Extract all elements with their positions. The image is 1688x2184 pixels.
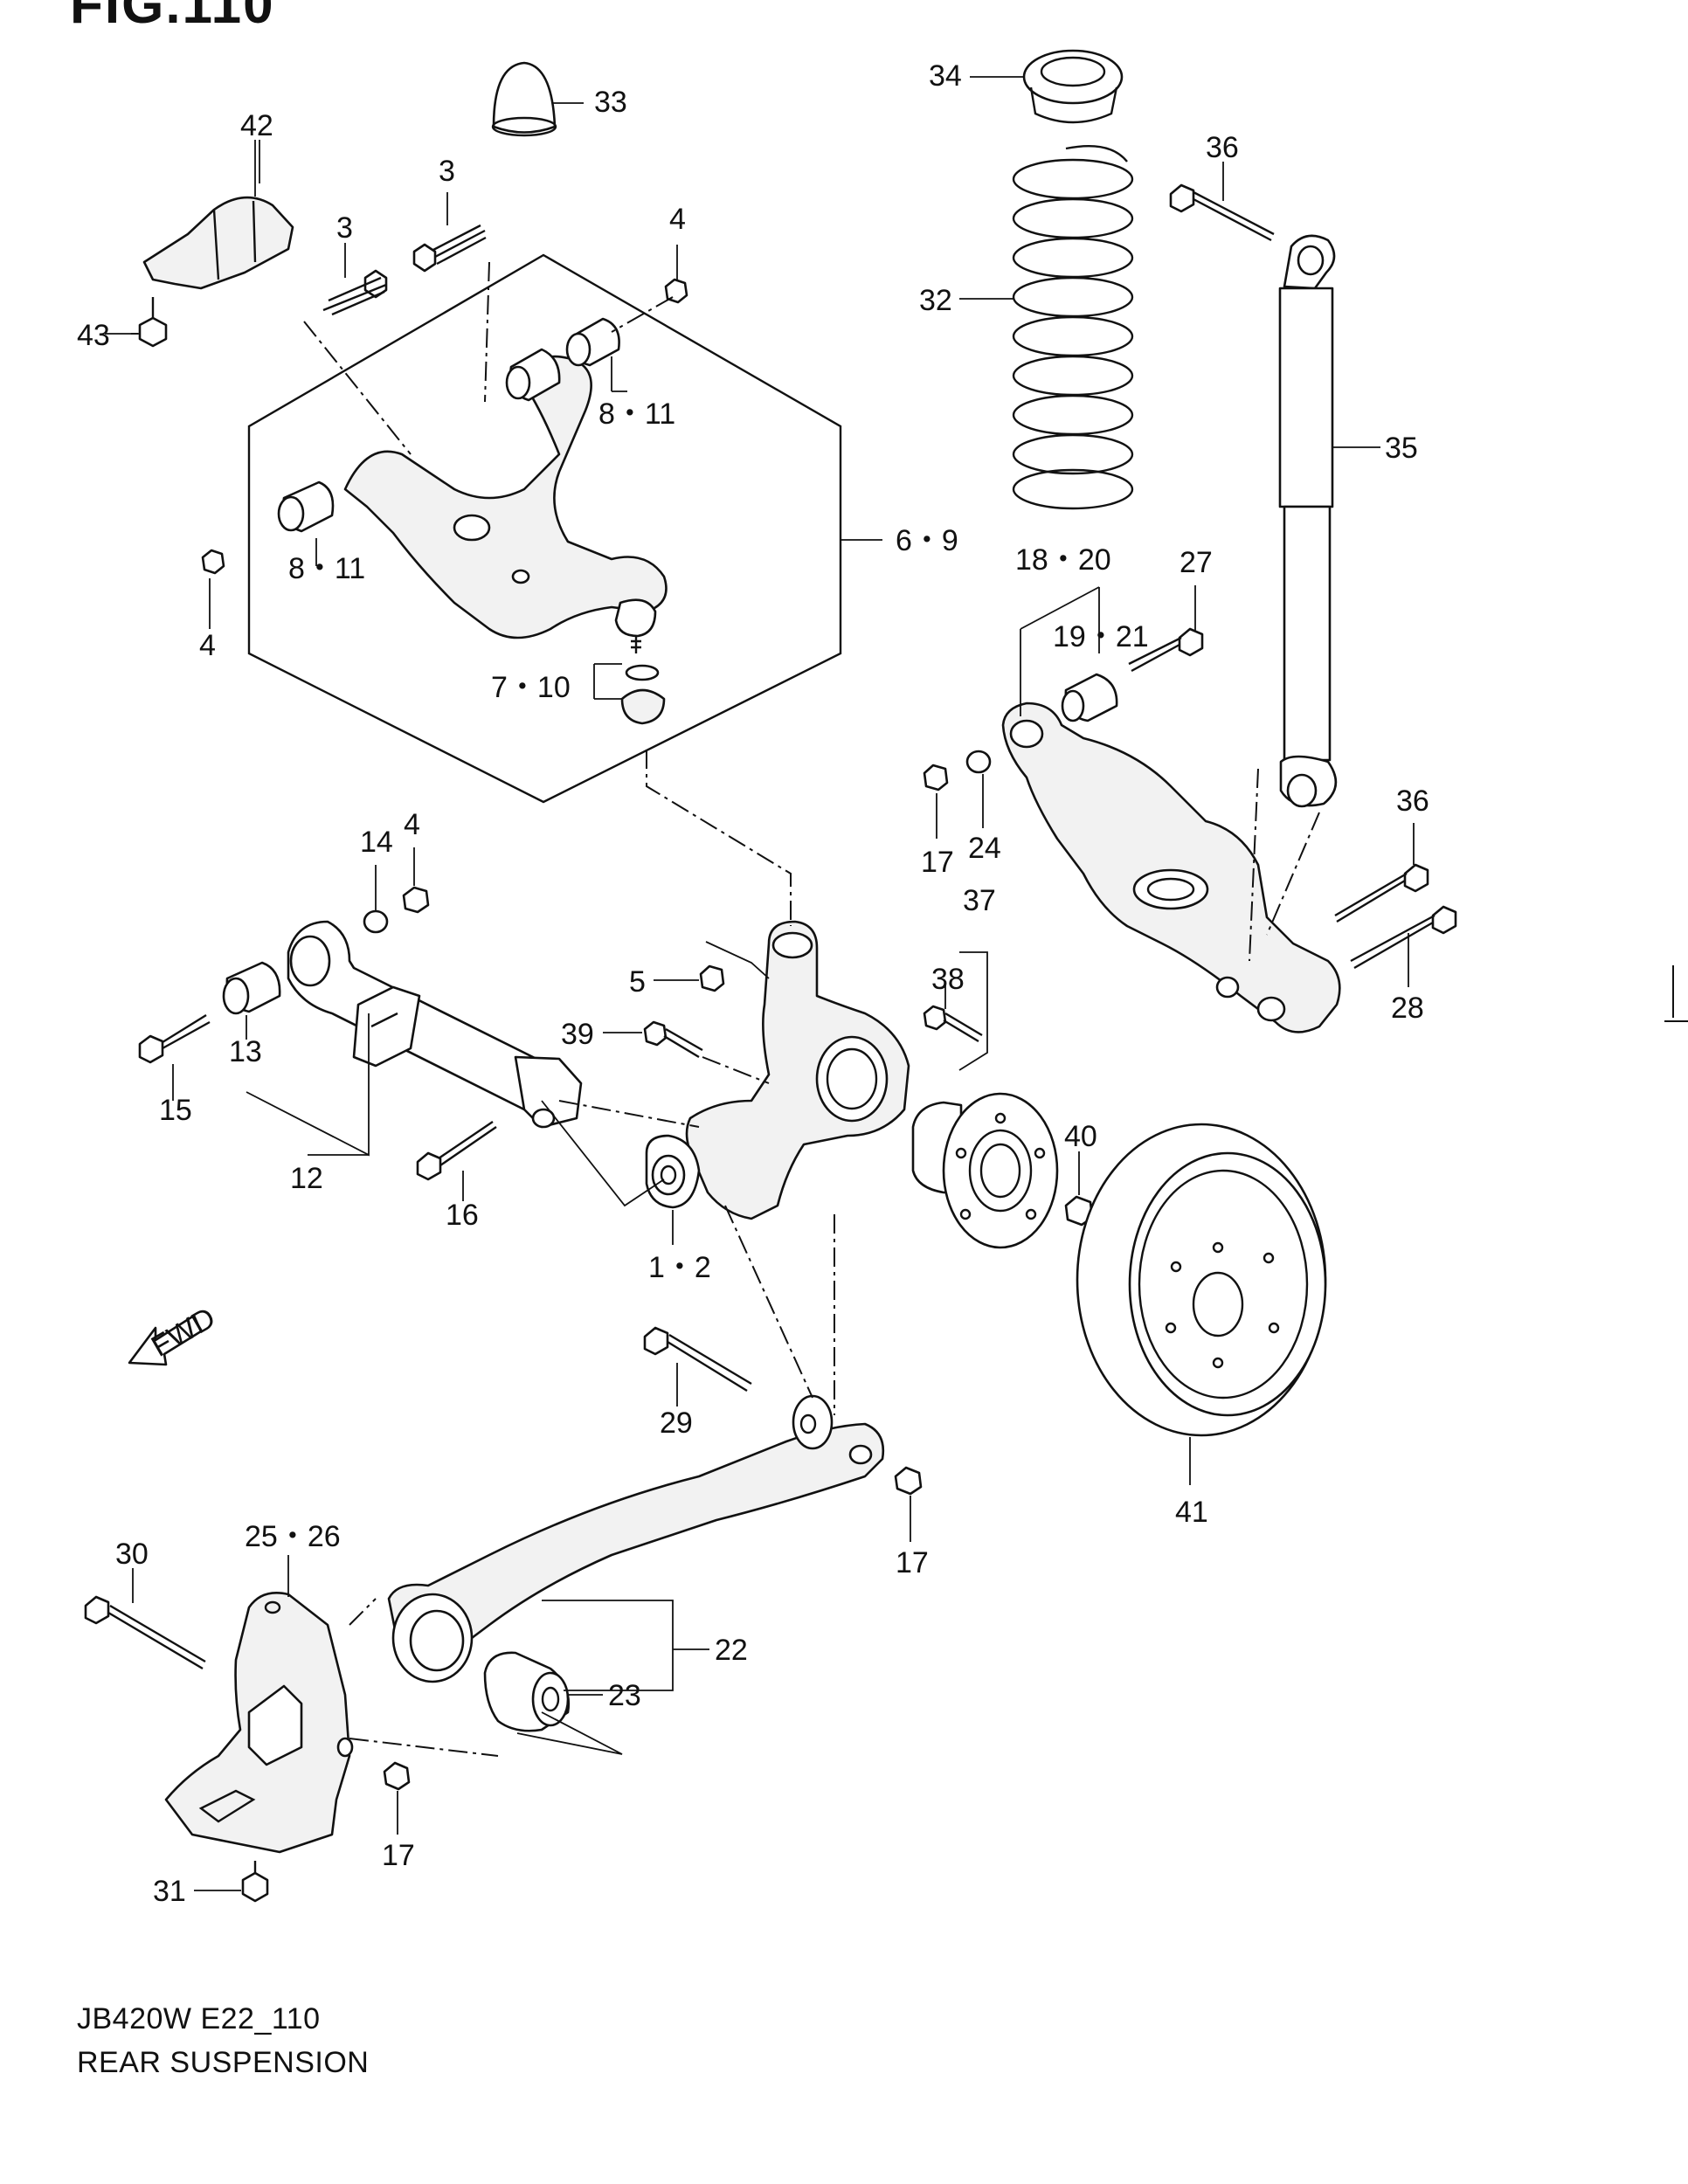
bump-stop-33 <box>492 61 557 134</box>
upper-arm-hole <box>453 514 491 542</box>
coil-spring-32 <box>1012 145 1134 510</box>
bushing-1-2 <box>645 1134 701 1209</box>
callout-3b: 3 <box>439 155 455 188</box>
callout-710: 7・10 <box>491 671 571 704</box>
callout-13: 13 <box>229 1035 262 1068</box>
ball-joint-stud <box>631 636 641 653</box>
fwd-label: FWD <box>146 1301 221 1364</box>
bolt-29 <box>643 1326 752 1393</box>
bolt-3-right <box>412 224 487 273</box>
callout-1820: 18・20 <box>1015 543 1111 577</box>
shock-absorber-35 <box>1278 234 1338 808</box>
bolt-36-lower <box>1334 863 1429 923</box>
washer-24 <box>965 750 992 774</box>
callout-31: 31 <box>153 1875 186 1908</box>
bushing-19-21 <box>1061 673 1118 722</box>
callout-27: 27 <box>1180 546 1213 579</box>
nut-17-right <box>923 764 949 791</box>
callout-39: 39 <box>561 1018 594 1051</box>
wheel-hub-37 <box>911 1092 1059 1249</box>
callout-16: 16 <box>446 1199 479 1232</box>
callout-40: 40 <box>1064 1120 1097 1153</box>
callout-38: 38 <box>931 963 965 996</box>
upper-arm-group-frame <box>247 253 842 804</box>
callout-37: 37 <box>963 884 996 917</box>
callout-5: 5 <box>629 965 646 999</box>
callout-1921: 19・21 <box>1053 620 1149 653</box>
callout-15: 15 <box>159 1094 192 1127</box>
figure-code: JB420W E22_110 <box>77 2002 321 2035</box>
callout-35: 35 <box>1385 432 1418 465</box>
bolt-27 <box>1128 627 1204 673</box>
nut-17-bracket <box>383 1761 411 1791</box>
bolt-43 <box>138 297 168 348</box>
callout-4b: 4 <box>199 629 216 662</box>
bolt-28 <box>1350 905 1457 970</box>
nut-4-top <box>664 278 688 304</box>
figure-caption: REAR SUSPENSION <box>77 2046 370 2079</box>
callout-4c: 4 <box>404 808 420 841</box>
nut-4-lower <box>402 886 430 914</box>
bolt-36-top <box>1169 183 1275 242</box>
ball-joint <box>614 598 657 638</box>
bolt-31 <box>241 1861 269 1903</box>
bracket-25-26 <box>164 1592 354 1854</box>
dust-seal-ring <box>625 664 660 681</box>
callout-3a: 3 <box>336 211 353 245</box>
callout-24: 24 <box>968 832 1001 865</box>
bolt-39 <box>643 1020 703 1059</box>
dust-seal-boot <box>620 688 666 725</box>
callout-32: 32 <box>919 284 952 317</box>
callout-36a: 36 <box>1206 131 1239 164</box>
bushing-upper-arm-front <box>565 317 620 367</box>
lateral-rod-12 <box>287 920 583 1129</box>
trailing-arm-22 <box>387 1394 885 1683</box>
callout-28: 28 <box>1391 992 1424 1025</box>
upper-arm-hole-small <box>511 569 530 584</box>
steering-knuckle <box>685 920 910 1220</box>
upper-control-arm <box>343 355 668 639</box>
bushing-upper-arm-mid <box>505 348 561 402</box>
callout-17c: 17 <box>382 1839 415 1872</box>
callout-42: 42 <box>240 109 273 142</box>
lateral-link-right <box>1001 702 1341 1033</box>
callout-34: 34 <box>929 59 962 93</box>
fwd-arrow: FWD <box>128 1301 221 1366</box>
bracket-42 <box>142 196 294 290</box>
callout-23: 23 <box>608 1679 641 1712</box>
callout-29: 29 <box>660 1406 693 1440</box>
callout-4a: 4 <box>669 203 686 236</box>
bushing-13 <box>222 961 281 1015</box>
nut-17-trailing <box>894 1466 923 1496</box>
callout-2526: 25・26 <box>245 1520 341 1553</box>
bolt-30 <box>84 1595 206 1670</box>
bolt-15 <box>138 1013 211 1064</box>
figure-title-partial: FIG.110 <box>70 0 275 35</box>
callout-17b: 17 <box>896 1546 929 1579</box>
nut-5 <box>699 964 725 992</box>
callout-69: 6・9 <box>896 524 958 557</box>
washer-14 <box>363 909 389 934</box>
callout-17a: 17 <box>921 846 954 879</box>
callout-14: 14 <box>360 826 393 859</box>
margin-mark <box>1664 1020 1688 1022</box>
callout-811a: 8・11 <box>598 397 675 431</box>
bolt-38 <box>923 1005 983 1043</box>
margin-mark-vertical <box>1672 965 1674 1018</box>
callout-43: 43 <box>77 319 110 352</box>
bushing-upper-arm-rear <box>277 480 335 533</box>
callout-22: 22 <box>715 1634 748 1667</box>
callout-41: 41 <box>1175 1496 1208 1529</box>
callout-33: 33 <box>594 86 627 119</box>
bolt-16 <box>416 1121 497 1181</box>
callout-30: 30 <box>115 1538 149 1571</box>
callout-811b: 8・11 <box>288 552 365 585</box>
callout-36b: 36 <box>1396 784 1429 818</box>
callout-12b: 1・2 <box>648 1251 711 1284</box>
brake-drum-41 <box>1076 1123 1327 1437</box>
bolt-3-left <box>322 269 388 316</box>
nut-4-left <box>201 549 225 575</box>
callout-12: 12 <box>290 1162 323 1195</box>
